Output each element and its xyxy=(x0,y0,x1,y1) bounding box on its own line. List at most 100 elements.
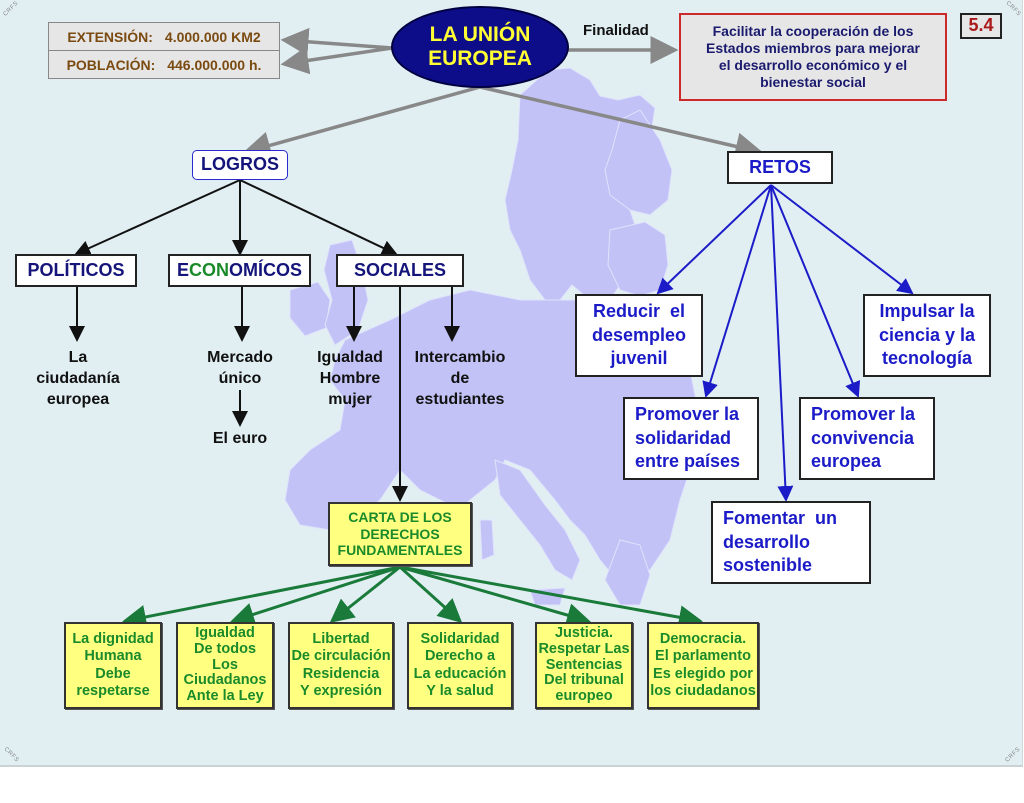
reto-line: Promover la xyxy=(635,404,740,425)
link-root-retos xyxy=(479,85,764,161)
reto-promover-convivencia: Promover la convivencia europea xyxy=(799,397,935,480)
politicos-node: POLÍTICOS xyxy=(15,254,137,287)
right-line: europeo xyxy=(555,687,613,704)
reto-line: solidaridad xyxy=(635,427,732,448)
purpose-line: el desarrollo económico y el xyxy=(718,57,908,73)
retos-node: RETOS xyxy=(727,151,833,184)
reto-line: desempleo xyxy=(591,324,687,345)
right-justicia: Justicia. Respetar Las Sentencias Del tr… xyxy=(535,622,633,709)
root-title-line2: EUROPEA xyxy=(428,47,532,70)
extension-value: 4.000.000 KM2 xyxy=(164,28,261,45)
right-line: Democracia. xyxy=(659,630,747,647)
link-logros-sociales xyxy=(239,179,398,256)
population-label: POBLACIÓN: xyxy=(66,56,156,73)
purpose-line: Estados miembros para mejorar xyxy=(706,39,920,56)
reto-line: Reducir el xyxy=(592,301,686,322)
right-igualdad: Igualdad De todos Los Ciudadanos Ante la… xyxy=(176,622,274,709)
euro-text: El euro xyxy=(212,430,268,447)
map-finland xyxy=(604,109,673,216)
right-line: Es elegido por xyxy=(653,665,753,682)
right-line: El parlamento xyxy=(655,648,751,665)
slide-number: 5.4 xyxy=(960,13,1002,39)
mercado-unico-text: Mercado único xyxy=(190,348,290,390)
purpose-line: Facilitar la cooperación de los xyxy=(712,22,914,39)
population-row: POBLACIÓN: 446.000.000 h. xyxy=(49,51,279,78)
text-line: La xyxy=(68,349,88,366)
link-carta-right-3 xyxy=(398,565,463,624)
right-line: Igualdad xyxy=(195,625,255,642)
link-root-logros xyxy=(242,85,481,159)
reto-line: ciencia y la xyxy=(878,324,976,345)
link-carta-right-1 xyxy=(230,565,401,626)
reto-line: europea xyxy=(811,451,882,472)
link-logros-politicos xyxy=(74,179,241,256)
map-greece xyxy=(604,539,651,606)
right-line: los ciudadanos xyxy=(650,682,756,699)
right-line: La dignidad xyxy=(72,630,154,647)
right-line: Solidaridad xyxy=(420,630,500,647)
purpose-line: bienestar social xyxy=(760,74,866,91)
text-line: estudiantes xyxy=(415,390,505,408)
text-line: Igualdad xyxy=(317,349,383,366)
right-line: Los xyxy=(212,656,238,673)
text-line: único xyxy=(218,369,262,387)
logros-node: LOGROS xyxy=(192,150,288,180)
reto-line: desarrollo xyxy=(723,531,811,552)
right-line: Justicia. xyxy=(554,625,614,642)
extension-row: EXTENSIÓN: 4.000.000 KM2 xyxy=(49,23,279,51)
text-line: ciudadanía xyxy=(36,369,120,387)
right-line: Humana xyxy=(84,648,142,665)
right-line: Respetar Las xyxy=(538,641,630,658)
extension-label: EXTENSIÓN: xyxy=(67,28,153,45)
ciudadania-text: La ciudadanía europea xyxy=(20,348,136,410)
right-line: Debe xyxy=(95,665,131,682)
right-democracia: Democracia. El parlamento Es elegido por… xyxy=(647,622,759,709)
right-line: Y expresión xyxy=(300,682,382,699)
link-carta-right-5 xyxy=(399,565,703,630)
text-line: Hombre xyxy=(319,369,381,387)
right-line: De circulación xyxy=(291,648,391,665)
map-italy xyxy=(494,459,581,581)
right-line: Derecho a xyxy=(424,648,496,665)
text-line: Mercado xyxy=(207,349,273,366)
reto-line: Impulsar la xyxy=(879,301,975,322)
link-carta-right-4 xyxy=(399,565,591,627)
right-solidaridad: Solidaridad Derecho a La educación Y la … xyxy=(407,622,513,709)
text-line: mujer xyxy=(328,390,372,408)
right-line: Del tribunal xyxy=(544,672,624,689)
economicos-title-e: E xyxy=(176,259,189,280)
right-libertad: Libertad De circulación Residencia Y exp… xyxy=(288,622,394,709)
purpose-box: Facilitar la cooperación de los Estados … xyxy=(679,13,947,101)
right-line: Sentencias xyxy=(545,656,623,673)
link-root-population xyxy=(280,46,393,75)
population-value: 446.000.000 h. xyxy=(167,56,262,73)
reto-impulsar-ciencia: Impulsar la ciencia y la tecnología xyxy=(863,294,991,377)
facts-box: EXTENSIÓN: 4.000.000 KM2 POBLACIÓN: 446.… xyxy=(48,22,280,79)
sociales-node: SOCIALES xyxy=(336,254,464,287)
map-sardinia xyxy=(479,519,495,561)
text-line: Intercambio xyxy=(414,349,506,366)
carta-line: CARTA DE LOS xyxy=(348,508,452,525)
link-root-extension xyxy=(280,27,393,56)
root-node: LA UNIÓN EUROPEA xyxy=(391,6,569,88)
purpose-label: Finalidad xyxy=(583,22,649,39)
reto-line: juvenil xyxy=(610,348,668,369)
intercambio-text: Intercambio de estudiantes xyxy=(402,348,518,410)
right-dignidad: La dignidad Humana Debe respetarse xyxy=(64,622,162,709)
reto-line: tecnología xyxy=(881,348,972,369)
reto-line: Fomentar un xyxy=(723,508,838,529)
right-line: Residencia xyxy=(302,665,380,682)
reto-promover-solidaridad: Promover la solidaridad entre países xyxy=(623,397,759,480)
link-retos-reducir xyxy=(656,184,772,295)
reto-line: Promover la xyxy=(811,404,916,425)
link-retos-convivencia xyxy=(770,184,861,398)
reto-line: sostenible xyxy=(723,555,813,576)
right-line: La educación xyxy=(413,665,507,682)
economicos-title-rest: OMÍCOS xyxy=(229,259,303,280)
reto-fomentar-desarrollo: Fomentar un desarrollo sostenible xyxy=(711,501,871,584)
right-line: respetarse xyxy=(76,682,150,699)
root-title-line1: LA UNIÓN xyxy=(429,22,531,46)
link-carta-right-2 xyxy=(329,565,401,623)
